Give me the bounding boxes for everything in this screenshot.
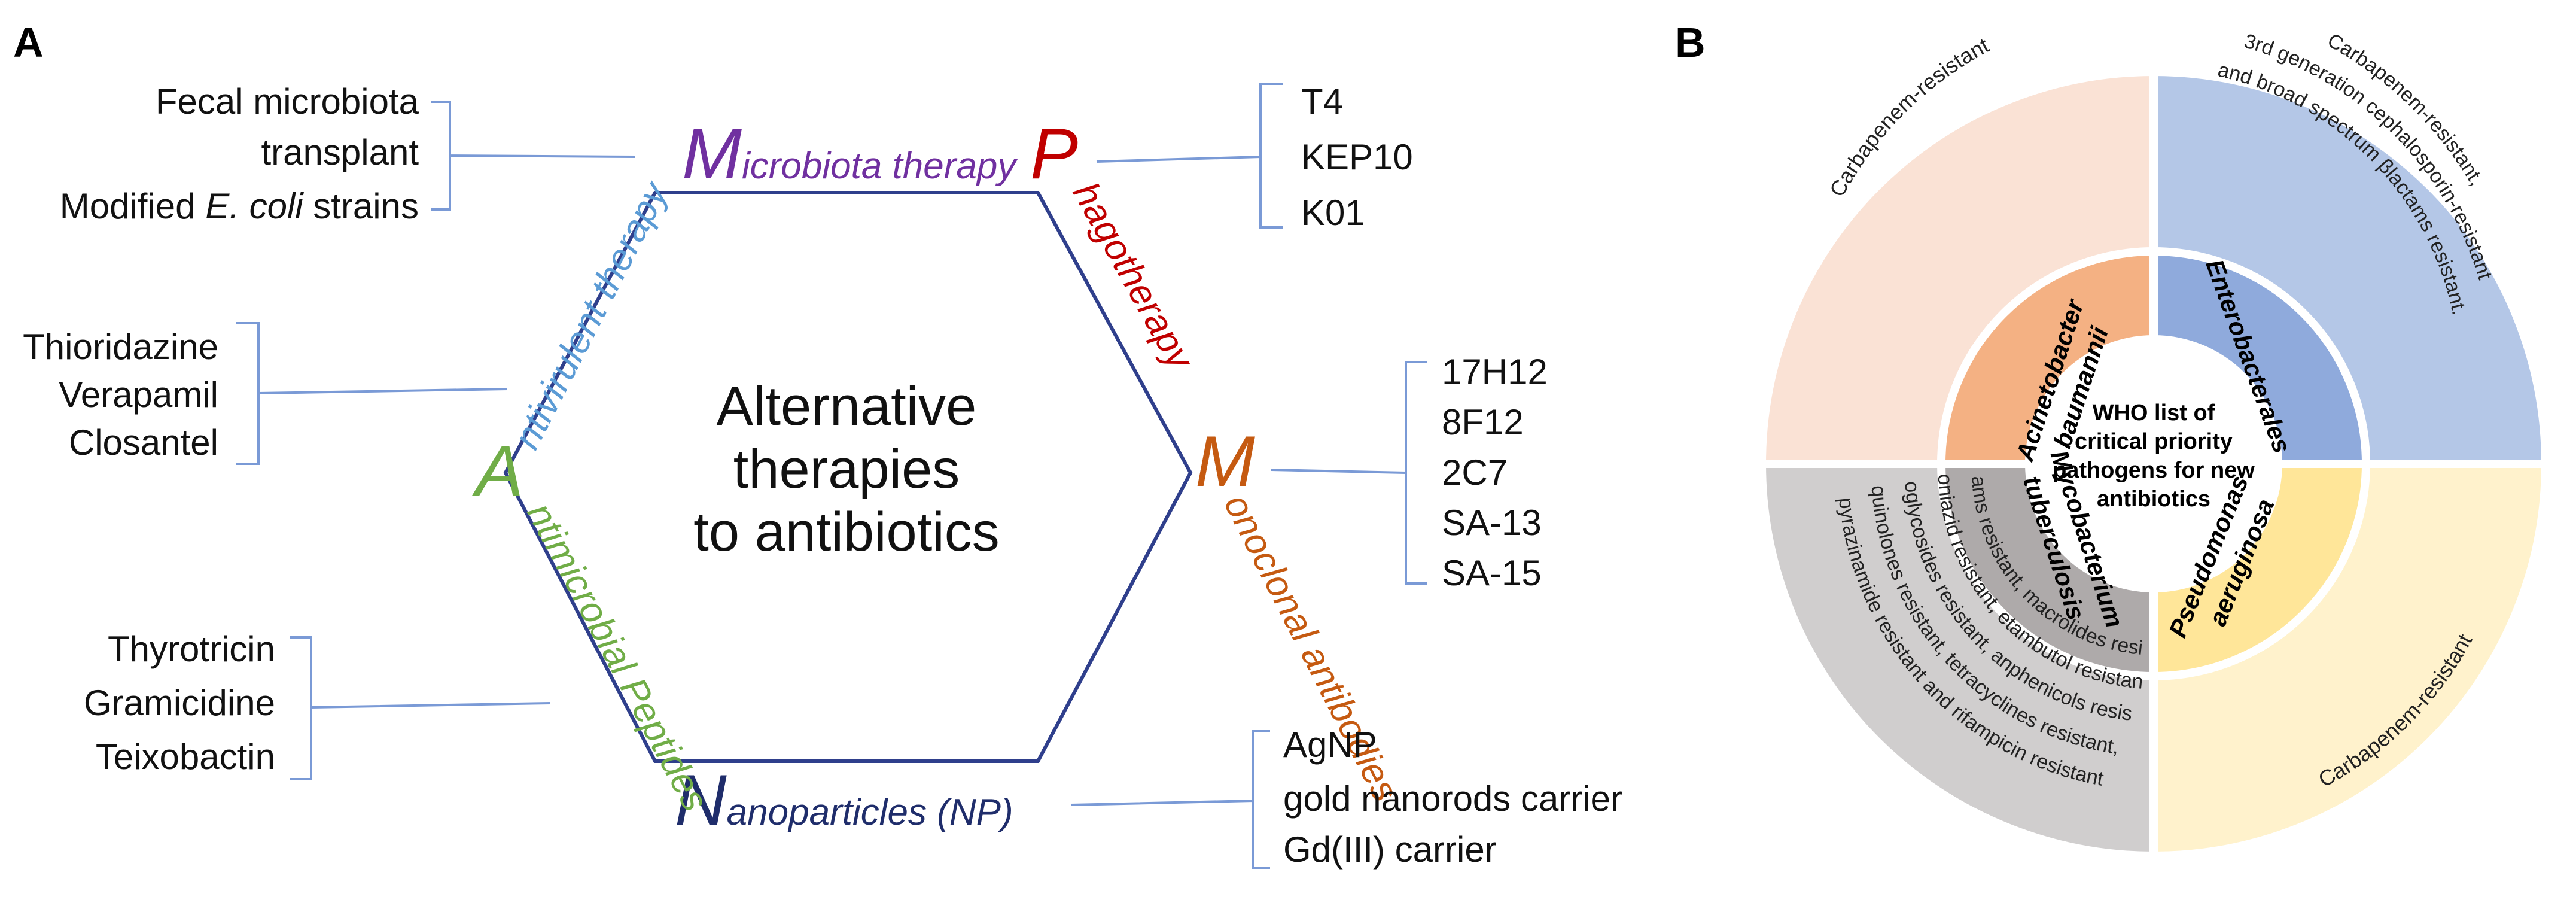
svg-text:Microbiota therapy: Microbiota therapy (682, 114, 1018, 194)
microbiota-initial: M (682, 114, 742, 194)
phago-initial: P (1030, 114, 1078, 194)
example-list-item: AgNP (1283, 725, 1377, 765)
example-list-item: gold nanorods carrier (1283, 779, 1622, 819)
therapy-label-nano: Nanoparticles (NP) (675, 760, 1013, 840)
example-list-item: 17H12 (1442, 352, 1548, 392)
bracket-mono (1271, 361, 1427, 585)
example-modified-ecoli: Modified E. coli strains (60, 186, 419, 226)
therapy-label-microbiota: Microbiota therapy (682, 114, 1018, 194)
bracket-microbiota (431, 101, 636, 211)
center-line-1: WHO list of (2093, 400, 2215, 425)
antivirulent-rest: ntivirulent therapy (506, 174, 677, 455)
bracket-antimicrobial (290, 636, 551, 780)
examples-nano: AgNP gold nanorods carrier Gd(III) carri… (1283, 725, 1622, 870)
example-list-item: Gd(III) carrier (1283, 829, 1497, 870)
example-list-item: Thyrotricin (108, 629, 275, 669)
center-title-line-2: therapies (733, 439, 960, 500)
example-list-item: K01 (1301, 193, 1365, 233)
center-line-4: antibiotics (2097, 487, 2210, 512)
examples-antivirulent: Thioridazine Verapamil Closantel (23, 327, 218, 463)
connector-brackets (236, 83, 1427, 869)
ecoli-prefix: Modified (60, 186, 205, 226)
example-list-item: 8F12 (1442, 402, 1524, 442)
antimicrobial-rest: ntimicrobial Peptides (519, 496, 716, 817)
bracket-nano (1070, 730, 1270, 869)
center-title-line-3: to antibiotics (693, 501, 999, 563)
examples-phago: T4 KEP10 K01 (1301, 81, 1413, 233)
example-list-item: SA-13 (1442, 503, 1542, 543)
example-list-item: Gramicidine (84, 683, 275, 723)
example-list-item: Thioridazine (23, 327, 218, 367)
nano-initial: N (675, 760, 727, 840)
panel-label-b: B (1675, 19, 1706, 66)
examples-mono: 17H12 8F12 2C7 SA-13 SA-15 (1442, 352, 1548, 593)
example-fecal: Fecal microbiota (156, 81, 419, 121)
antimicrobial-initial: A (472, 431, 523, 511)
example-transplant: transplant (261, 132, 419, 172)
example-list-item: T4 (1301, 81, 1343, 121)
center-line-2: critical priority (2075, 429, 2233, 454)
wheel-center-circle (2025, 335, 2282, 592)
nano-rest: anoparticles (NP) (727, 792, 1013, 833)
example-list-item: 2C7 (1442, 452, 1508, 493)
example-list-item: Teixobactin (96, 737, 275, 777)
example-list-item: KEP10 (1301, 137, 1413, 177)
bracket-antivirulent (236, 322, 508, 465)
examples-microbiota: Fecal microbiota transplant Modified E. … (60, 81, 419, 226)
center-title-line-1: Alternative (717, 376, 977, 437)
panel-label-a: A (13, 19, 44, 66)
example-list-item: Verapamil (59, 375, 218, 415)
hexagon-center-title: Alternative therapies to antibiotics (693, 376, 999, 563)
examples-antimicrobial: Thyrotricin Gramicidine Teixobactin (84, 629, 275, 777)
example-list-item: SA-15 (1442, 553, 1542, 593)
mono-initial: M (1195, 421, 1255, 501)
central-hexagon (503, 191, 1193, 763)
wheel-center-text: WHO list of critical priority pathogens … (2053, 400, 2255, 512)
center-line-3: pathogens for new (2053, 458, 2255, 483)
bracket-phago (1096, 83, 1283, 229)
microbiota-rest: icrobiota therapy (742, 145, 1018, 187)
example-list-item: Closantel (69, 422, 218, 463)
ecoli-suffix: strains (303, 186, 419, 226)
ecoli-italic: E. coli (205, 186, 304, 226)
